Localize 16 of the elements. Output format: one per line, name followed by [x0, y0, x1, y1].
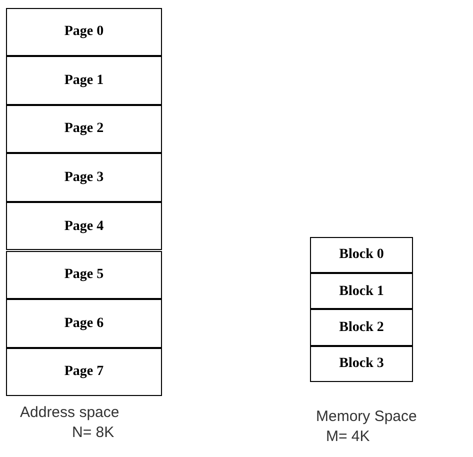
- memory-cell: Block 3: [310, 346, 413, 382]
- memory-cell: Block 1: [310, 272, 413, 310]
- memory-cell: Page 0: [6, 8, 162, 56]
- memory-cell: Block 2: [310, 309, 413, 346]
- memory-cell: Page 3: [6, 153, 162, 202]
- memory-cell: Page 4: [6, 202, 162, 250]
- memory-cell: Page 1: [6, 56, 162, 105]
- caption: Memory Space: [316, 407, 417, 427]
- memory-cell: Page 5: [6, 250, 162, 300]
- memory-cell: Page 6: [6, 299, 162, 348]
- caption: Address space: [20, 403, 120, 423]
- memory-cell: Block 0: [310, 236, 413, 273]
- caption: M= 4K: [326, 427, 370, 447]
- memory-cell: Page 2: [6, 104, 162, 154]
- caption: N= 8K: [72, 423, 114, 443]
- memory-cell: Page 7: [6, 348, 162, 396]
